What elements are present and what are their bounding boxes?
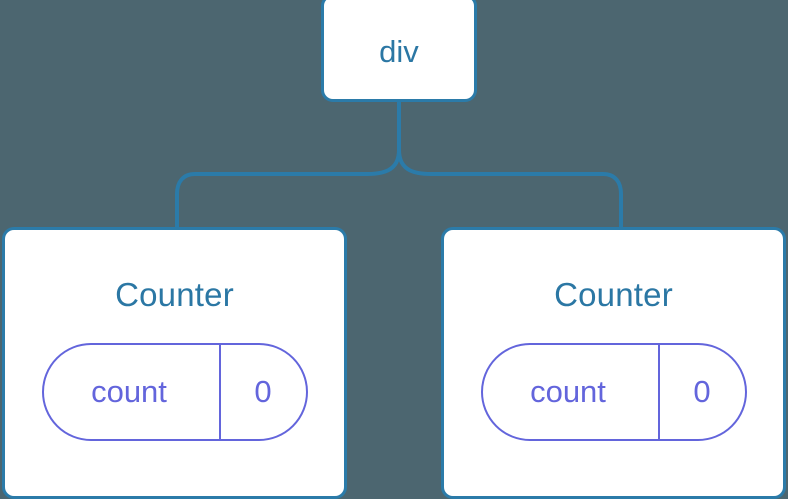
node-div[interactable]: div (321, 0, 477, 102)
node-counter-right-label: Counter (554, 276, 673, 313)
state-divider-left (218, 345, 221, 439)
state-pill-right[interactable]: count 0 (480, 343, 747, 441)
node-counter-right[interactable]: Counter count 0 (441, 227, 786, 499)
state-key-right: count (530, 374, 606, 409)
connector-right-branch (397, 149, 623, 228)
node-counter-left[interactable]: Counter count 0 (2, 227, 347, 499)
connector-left-branch (175, 149, 401, 228)
node-div-label: div (379, 33, 419, 69)
state-value-left: 0 (254, 374, 272, 409)
state-value-right: 0 (693, 374, 711, 409)
state-key-left: count (91, 374, 167, 409)
node-counter-left-label: Counter (115, 276, 234, 313)
state-pill-left[interactable]: count 0 (41, 343, 308, 441)
state-divider-right (657, 345, 660, 439)
